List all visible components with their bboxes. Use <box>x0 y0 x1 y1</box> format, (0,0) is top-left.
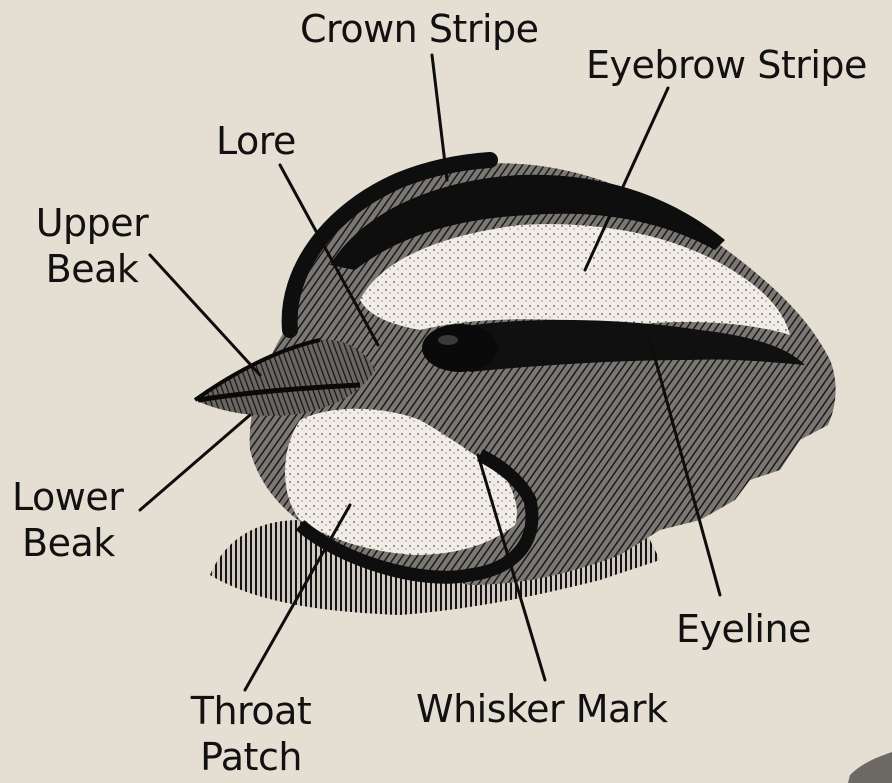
label-upper-beak-line2: Beak <box>22 246 162 292</box>
label-upper-beak-line1: Upper <box>22 200 162 246</box>
label-lower-beak: Lower Beak <box>12 474 123 566</box>
label-throat-patch-line2: Patch <box>176 734 326 780</box>
eye <box>422 324 498 372</box>
label-lower-beak-line1: Lower <box>12 474 123 520</box>
label-crown-stripe: Crown Stripe <box>300 6 539 52</box>
label-lower-beak-line2: Beak <box>12 520 123 566</box>
label-throat-patch: Throat Patch <box>176 688 326 780</box>
label-throat-patch-line1: Throat <box>176 688 326 734</box>
label-whisker-mark: Whisker Mark <box>416 686 667 732</box>
label-eyebrow-stripe: Eyebrow Stripe <box>586 42 867 88</box>
eye-highlight <box>438 335 458 345</box>
label-lore: Lore <box>216 118 296 164</box>
label-upper-beak: Upper Beak <box>22 200 162 292</box>
leader-upper-beak <box>150 255 260 375</box>
corner-mark <box>848 752 892 783</box>
label-eyeline: Eyeline <box>676 606 811 652</box>
leader-lower-beak <box>140 415 250 510</box>
